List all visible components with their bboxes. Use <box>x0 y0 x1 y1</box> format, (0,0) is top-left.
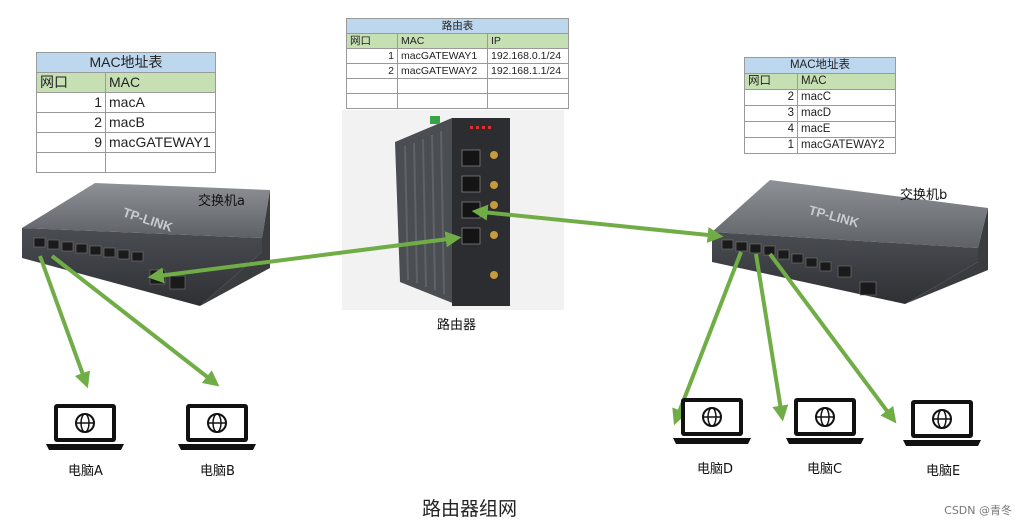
pc-d-label: 电脑D <box>697 462 734 477</box>
table-cell: 192.168.0.1/24 <box>487 48 569 64</box>
link-switch-a-pc-a <box>38 255 90 389</box>
table-cell <box>105 152 216 173</box>
table-cell <box>487 78 569 94</box>
table-cell: 1 <box>744 137 798 154</box>
table-cell <box>346 93 398 109</box>
table-cell <box>36 152 106 173</box>
table-cell <box>397 78 488 94</box>
table-cell <box>397 93 488 109</box>
mac-table-a-header-port: 网口 <box>36 72 106 93</box>
pc-e-label: 电脑E <box>926 464 961 479</box>
laptop-pc-e-icon <box>903 400 981 446</box>
mac-table-a-title: MAC地址表 <box>36 52 216 73</box>
table-cell: 4 <box>744 121 798 138</box>
route-table-header-mac: MAC <box>397 33 488 49</box>
router-label: 路由器 <box>437 318 477 333</box>
link-switch-b-pc-e <box>768 252 897 424</box>
link-switch-a-router <box>147 231 462 284</box>
table-cell: 192.168.1.1/24 <box>487 63 569 79</box>
table-cell: 1 <box>346 48 398 64</box>
table-cell: 2 <box>744 89 798 106</box>
credit-watermark: CSDN @青冬 <box>944 504 1012 517</box>
route-table-title: 路由表 <box>346 18 569 34</box>
table-cell: 3 <box>744 105 798 122</box>
laptop-pc-c-icon <box>786 398 864 444</box>
table-cell: 2 <box>346 63 398 79</box>
pc-b-label: 电脑B <box>200 464 235 479</box>
table-cell <box>487 93 569 109</box>
table-row <box>36 152 216 173</box>
table-cell: 9 <box>36 132 106 153</box>
router <box>342 110 564 310</box>
table-cell: 1 <box>36 92 106 113</box>
switch-a-label: 交换机a <box>198 194 245 209</box>
link-router-switch-b <box>471 204 724 243</box>
laptop-pc-a-icon <box>46 404 124 450</box>
table-cell: macGATEWAY1 <box>105 132 216 153</box>
link-switch-b-pc-c <box>754 253 789 422</box>
table-row <box>346 93 569 109</box>
diagram-caption: 路由器组网 <box>422 498 518 520</box>
table-cell: macE <box>797 121 896 138</box>
laptop-pc-d-icon <box>673 398 751 444</box>
switch-b-label: 交换机b <box>900 188 948 203</box>
switch-b <box>712 180 988 304</box>
table-cell: macB <box>105 112 216 133</box>
switch-b-ports <box>721 239 877 296</box>
link-switch-a-pc-b <box>50 254 220 387</box>
route-table-header-ip: IP <box>487 33 569 49</box>
table-cell: macC <box>797 89 896 106</box>
laptop-pc-b-icon <box>178 404 256 450</box>
table-cell: macA <box>105 92 216 113</box>
connection-arrows <box>38 204 897 426</box>
table-cell: macD <box>797 105 896 122</box>
route-table-header-port: 网口 <box>346 33 398 49</box>
table-cell <box>346 78 398 94</box>
table-cell: macGATEWAY1 <box>397 48 488 64</box>
pc-a-label: 电脑A <box>68 464 103 479</box>
table-row <box>346 78 569 94</box>
mac-table-b-title: MAC地址表 <box>744 57 896 74</box>
table-cell: macGATEWAY2 <box>397 63 488 79</box>
mac-table-b-header-mac: MAC <box>797 73 896 90</box>
table-cell: macGATEWAY2 <box>797 137 896 154</box>
mac-table-a-header-mac: MAC <box>105 72 216 93</box>
mac-table-b-header-port: 网口 <box>744 73 798 90</box>
table-cell: 2 <box>36 112 106 133</box>
link-switch-b-pc-d <box>672 251 743 426</box>
pc-c-label: 电脑C <box>807 462 843 477</box>
